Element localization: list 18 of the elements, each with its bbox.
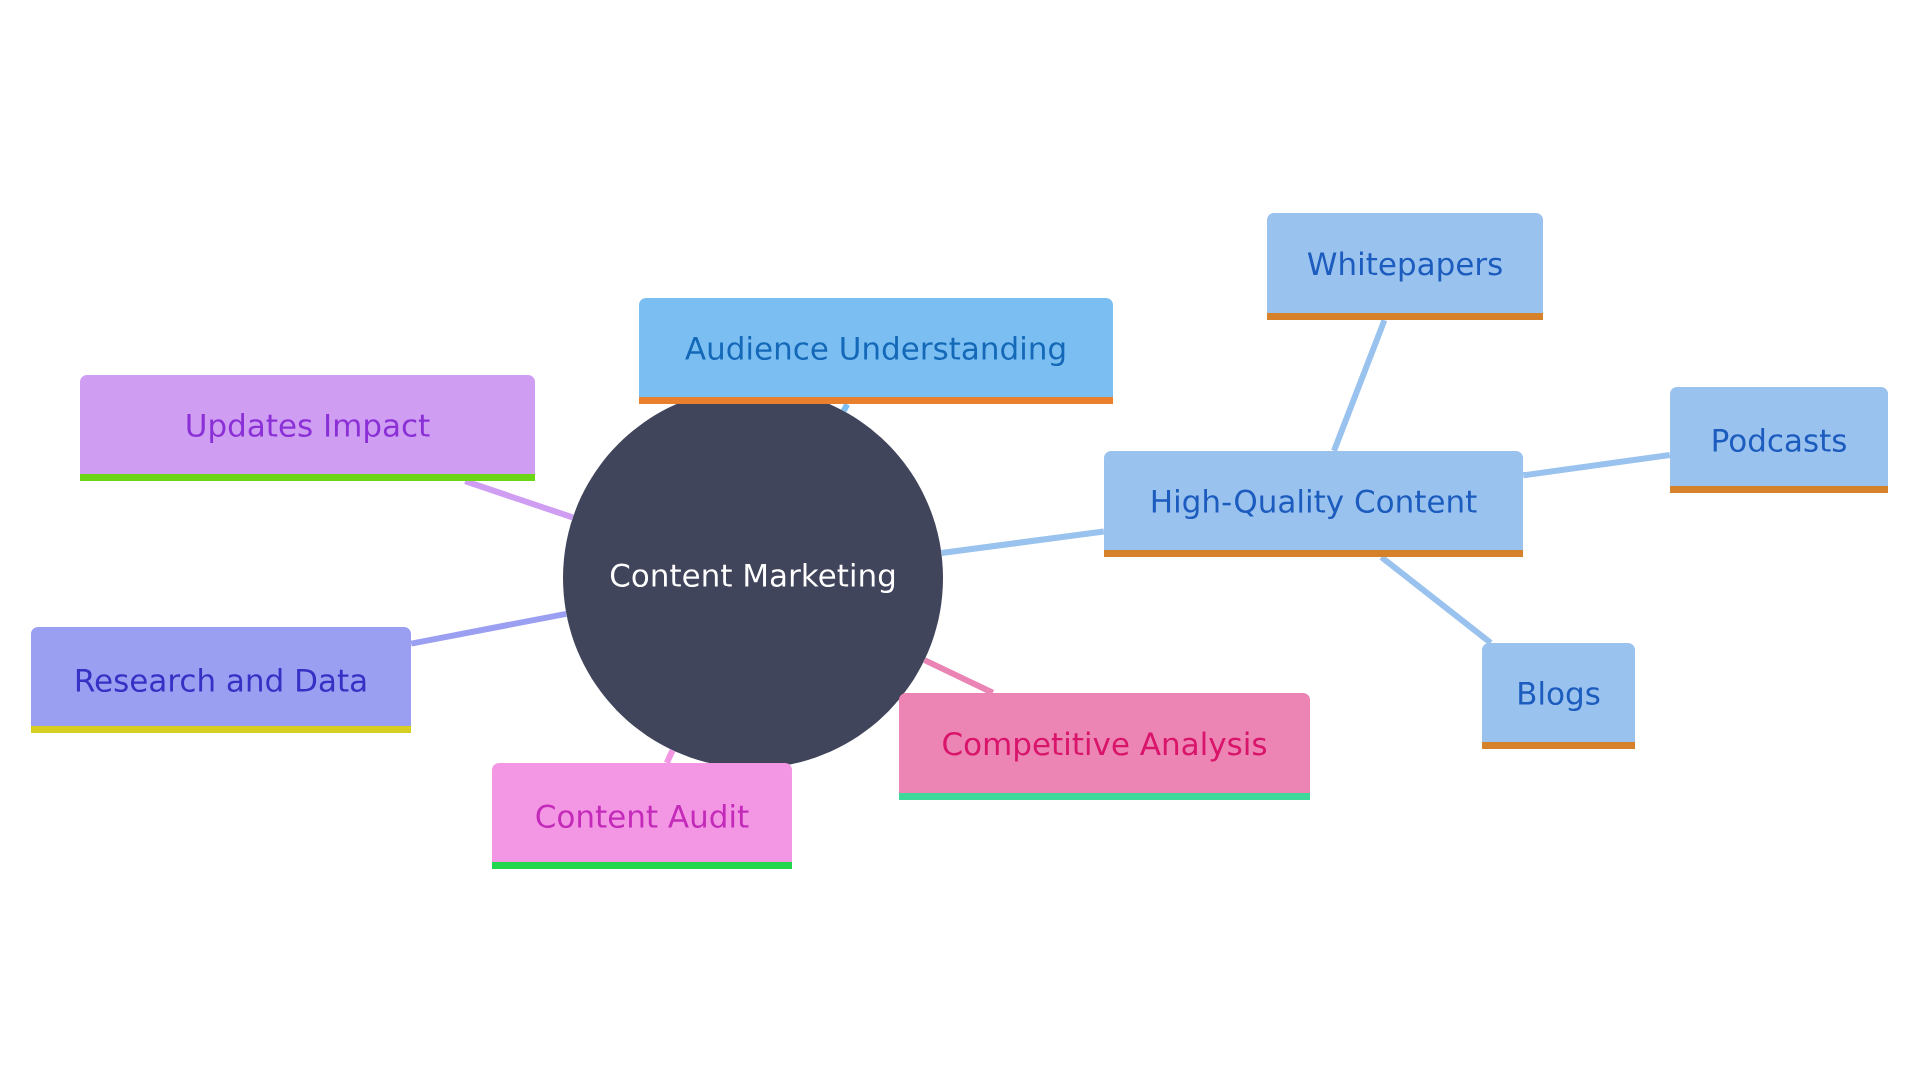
topic-box: Content Audit [492,763,792,869]
topic-box: Whitepapers [1267,213,1543,320]
connector-line [464,478,574,521]
connector-line [1331,319,1388,452]
topic-box: Research and Data [31,627,411,733]
topic-box: High-Quality Content [1104,451,1523,557]
connector-line [664,749,676,765]
connector-line [923,657,995,696]
topic-box: Podcasts [1670,387,1888,493]
topic-box: Competitive Analysis [899,693,1310,800]
topic-box: Audience Understanding [639,298,1113,404]
connector-line [841,402,850,413]
connector-line [941,528,1105,556]
connector-line [410,610,567,647]
topic-box: Updates Impact [80,375,535,481]
connector-line [1522,451,1671,479]
connector-line [1379,554,1493,646]
topic-box: Blogs [1482,643,1635,749]
